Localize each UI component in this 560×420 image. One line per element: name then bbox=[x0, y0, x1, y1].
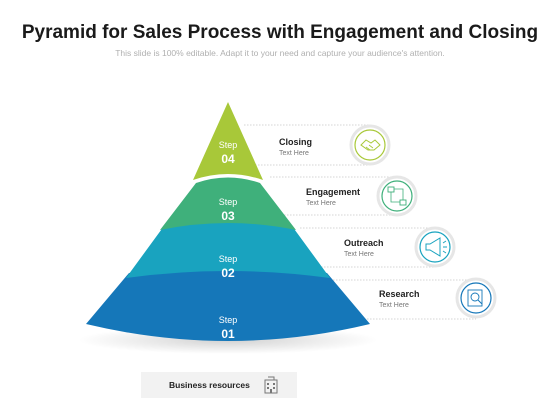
step-02-title: Outreach bbox=[344, 238, 384, 248]
building-icon bbox=[264, 376, 278, 394]
pyramid-layer-04 bbox=[193, 102, 263, 180]
step-01-description: Text Here bbox=[379, 302, 409, 309]
footer-label: Business resources bbox=[169, 380, 250, 390]
handshake-icon bbox=[349, 124, 391, 166]
pyramid-layer-02 bbox=[126, 220, 330, 278]
step-01-label-block: Research Text Here bbox=[379, 289, 420, 309]
workflow-icon bbox=[376, 175, 418, 217]
step-number-04: 04 bbox=[221, 152, 235, 166]
step-number-01: 01 bbox=[221, 327, 235, 341]
step-04-title: Closing bbox=[279, 137, 312, 147]
step-02-description: Text Here bbox=[344, 251, 374, 258]
step-label-03: Step bbox=[219, 197, 238, 207]
step-label-01: Step bbox=[219, 315, 238, 325]
step-03-title: Engagement bbox=[306, 187, 361, 197]
step-number-03: 03 bbox=[221, 209, 235, 223]
research-icon bbox=[455, 277, 497, 319]
pyramid-layer-03 bbox=[160, 177, 296, 230]
step-number-02: 02 bbox=[221, 266, 235, 280]
page-title: Pyramid for Sales Process with Engagemen… bbox=[21, 22, 539, 43]
step-01-title: Research bbox=[379, 289, 420, 299]
step-label-04: Step bbox=[219, 140, 238, 150]
pyramid-layer-01 bbox=[86, 267, 370, 341]
step-02-label-block: Outreach Text Here bbox=[344, 238, 384, 258]
step-04-description: Text Here bbox=[279, 150, 309, 157]
megaphone-icon bbox=[414, 226, 456, 268]
step-03-label-block: Engagement Text Here bbox=[306, 187, 360, 207]
footer-bar: Business resources bbox=[141, 372, 297, 398]
page-subtitle: This slide is 100% editable. Adapt it to… bbox=[115, 48, 445, 58]
step-04-label-block: Closing Text Here bbox=[279, 137, 312, 157]
step-label-02: Step bbox=[219, 254, 238, 264]
step-03-description: Text Here bbox=[306, 200, 336, 207]
